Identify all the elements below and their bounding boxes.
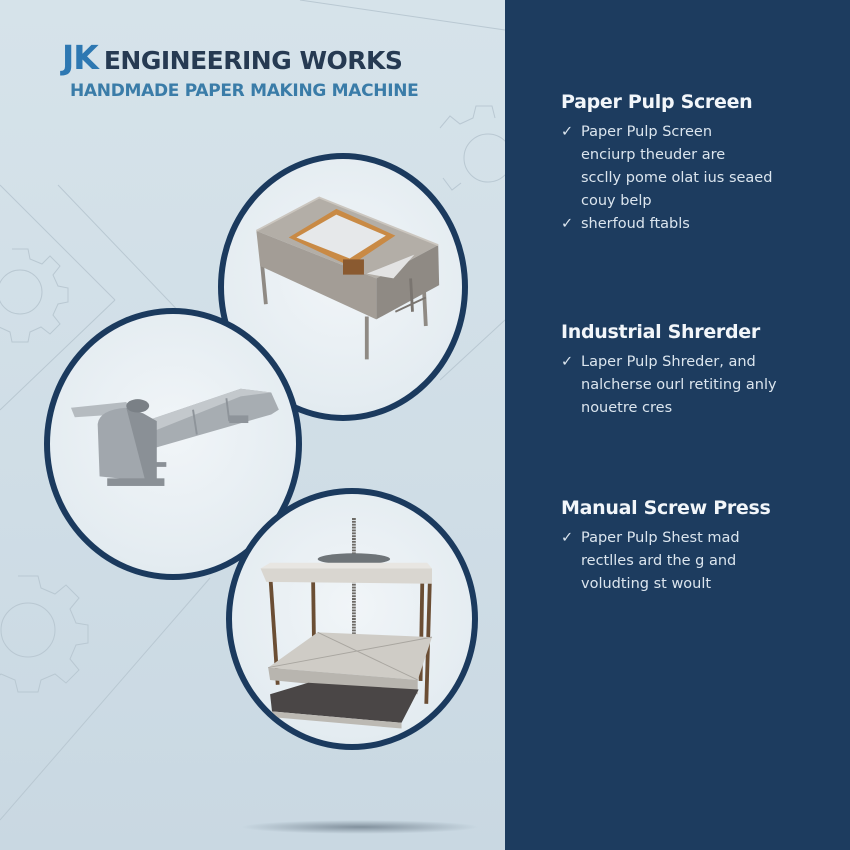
check-icon: ✓ [561,216,574,232]
feature-line: couy belp [581,193,652,209]
feature-line: nalcherse ourl retiting anly [581,377,777,393]
section-title: Manual Screw Press [561,497,771,519]
pulp-screen-vat-image [255,196,440,360]
product-image-screw-press [226,488,478,750]
product-section-pulp-screen: Paper Pulp Screen ✓ Paper Pulp Screen en… [561,91,772,236]
feature-line: scclly pome olat ius seaed [581,170,773,186]
feature-line: nouetre cres [581,400,673,416]
feature-line: enciurp theuder are [581,147,726,163]
product-image-shredder [44,308,302,580]
company-name: ENGINEERING WORKS [103,46,403,75]
feature-line: ✓ Paper Pulp Screen [561,121,772,144]
feature-line: rectlles ard the g and [581,553,737,569]
section-title: Paper Pulp Screen [561,91,753,113]
brand-logo-mark: JK [62,38,99,77]
brand-subtitle: HANDMADE PAPER MAKING MACHINE [70,81,419,101]
feature-line: voludting st woult [581,576,712,592]
floor-shadow [240,820,480,834]
industrial-shredder-image [70,388,279,486]
product-image-pulp-screen [218,153,468,421]
check-icon: ✓ [561,354,574,370]
brand-header: JK ENGINEERING WORKS HANDMADE PAPER MAKI… [62,38,419,101]
left-panel: JK ENGINEERING WORKS HANDMADE PAPER MAKI… [0,0,505,850]
background-gear-pattern [0,0,505,821]
product-section-shredder: Industrial Shrerder ✓ Laper Pulp Shreder… [561,321,777,420]
feature-line: ✓ Laper Pulp Shreder, and [561,351,777,374]
section-title: Industrial Shrerder [561,321,760,343]
feature-line: ✓ Paper Pulp Shest mad [561,527,771,550]
product-section-screw-press: Manual Screw Press ✓ Paper Pulp Shest ma… [561,497,771,596]
check-icon: ✓ [561,124,574,140]
check-icon: ✓ [561,530,574,546]
feature-line: ✓ sherfoud ftabls [561,213,772,236]
product-info-panel [505,0,850,850]
manual-screw-press-image [260,518,433,729]
